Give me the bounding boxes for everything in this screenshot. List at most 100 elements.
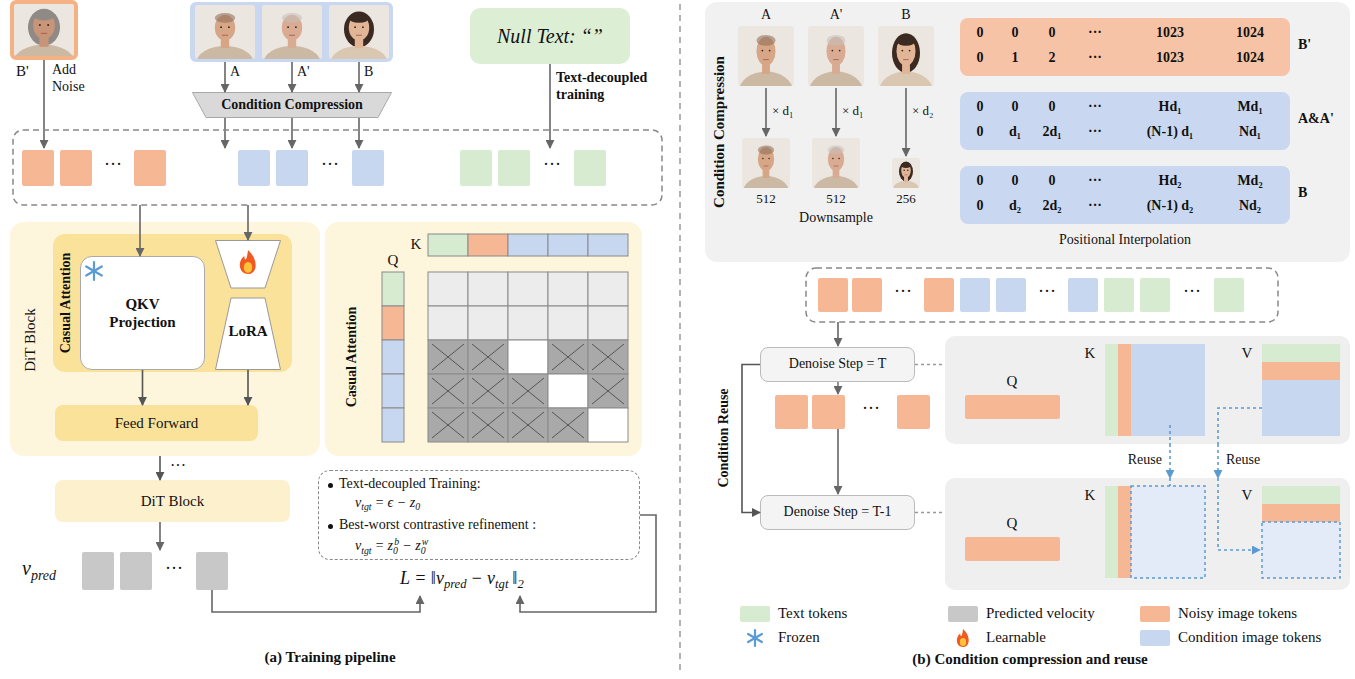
token xyxy=(238,150,270,186)
portrait xyxy=(808,26,864,86)
table-cell: 1024 xyxy=(1236,25,1264,40)
text-slot: 512 xyxy=(756,191,776,207)
row-label: B xyxy=(1298,185,1307,200)
denoise-step-box: Denoise Step = T-1 xyxy=(760,495,915,530)
compression-trapezoid: Condition Compression xyxy=(192,92,392,118)
text-slot: Md₂ xyxy=(1237,173,1262,190)
formula-part: = ϵ − z xyxy=(375,495,415,510)
query-token xyxy=(382,408,404,442)
mask-cross xyxy=(552,344,584,370)
text-slot: ··· xyxy=(165,558,183,580)
matrix-name: V xyxy=(1242,345,1253,361)
text-slot: Predicted velocity xyxy=(986,604,1095,622)
dit-block-panel: DiT BlockCasual AttentionQKV ProjectionL… xyxy=(10,222,320,456)
value-matrix xyxy=(1262,486,1340,504)
text-slot: 1024 xyxy=(1236,50,1264,67)
text-slot: 0 xyxy=(1012,25,1019,42)
table-cell: 0 xyxy=(1012,25,1019,40)
edge-label: Reuse xyxy=(1224,452,1262,467)
text-slot: 2d₁ xyxy=(1043,124,1062,141)
table-cell: 0 xyxy=(977,173,984,188)
text-slot: ··· xyxy=(104,154,122,176)
portrait xyxy=(878,26,934,86)
annotation: K xyxy=(411,236,422,252)
table-cell: Md₂ xyxy=(1237,173,1262,188)
table-cell: 0 xyxy=(1049,99,1056,114)
snowflake-icon xyxy=(86,262,102,280)
text-slot: LoRA xyxy=(228,322,267,340)
mask-cell xyxy=(508,408,548,442)
arrow xyxy=(247,205,249,240)
key-token xyxy=(508,234,548,256)
text-slot: Reuse xyxy=(1224,452,1262,469)
vertical-label: Condition Reuse xyxy=(716,388,731,487)
connector xyxy=(247,370,249,405)
text-slot: 0 xyxy=(977,25,984,42)
text-slot: d₁ xyxy=(1009,124,1021,141)
portrait xyxy=(329,5,389,59)
connector xyxy=(142,370,144,405)
arrow xyxy=(549,64,551,148)
legend-label: Noisy image tokens xyxy=(1178,605,1297,621)
table-cell: (N-1) d₂ xyxy=(1147,198,1194,213)
mask-cell xyxy=(548,272,588,306)
fire-icon xyxy=(957,629,969,647)
table-cell: 1023 xyxy=(1156,50,1184,65)
text-slot: Learnable xyxy=(986,628,1046,646)
mask-cell xyxy=(468,340,508,374)
token xyxy=(60,150,92,186)
token xyxy=(82,552,114,590)
text-slot: (a) Training pipeline xyxy=(264,648,395,666)
text-slot: 0 xyxy=(977,99,984,116)
text-slot: Hd₁ xyxy=(1159,99,1182,116)
query-token xyxy=(382,340,404,374)
annotation: ··· xyxy=(894,281,912,301)
formula-part: − v xyxy=(470,568,495,588)
annotation: ··· xyxy=(1038,281,1056,301)
arrow xyxy=(837,322,839,346)
mask-cell xyxy=(428,374,468,408)
formula-part: 2 xyxy=(517,577,523,591)
query-token xyxy=(382,374,404,408)
bullet xyxy=(328,483,333,488)
annotation: B' xyxy=(16,63,29,79)
node-label: LoRA xyxy=(228,323,267,339)
formula-part: v xyxy=(355,538,361,553)
dit-block-box: DiT Block xyxy=(55,480,290,522)
table-cell: d₂ xyxy=(1009,198,1021,213)
table-cell: ··· xyxy=(1088,173,1102,188)
mask-cell xyxy=(428,306,468,340)
annotation: ··· xyxy=(321,154,339,174)
table-cell: 0 xyxy=(977,124,984,139)
annotation: × d₁ xyxy=(842,103,864,118)
text-slot: ··· xyxy=(1038,281,1056,303)
reuse-path xyxy=(1218,478,1260,550)
arrow xyxy=(291,118,293,148)
text-slot: Q xyxy=(1007,514,1018,532)
arrow xyxy=(837,382,838,394)
arrow xyxy=(224,62,226,92)
text-slot: Add Noise xyxy=(52,62,98,96)
table-cell: d₁ xyxy=(1009,124,1021,139)
text-slot: × d₁ xyxy=(842,103,864,119)
key-matrix xyxy=(1118,486,1131,578)
null-text-box: Null Text: “” xyxy=(470,8,630,64)
formula-part: w xyxy=(422,536,429,547)
mask-cell xyxy=(588,374,628,408)
text-slot: 2d₂ xyxy=(1043,198,1062,215)
connector xyxy=(915,364,945,366)
position-id-table: 000···Hd₂Md₂0d₂2d₂···(N-1) d₂Nd₂B xyxy=(960,166,1290,224)
token xyxy=(960,278,990,312)
arrow xyxy=(358,62,360,92)
text-slot: Q xyxy=(1007,372,1018,390)
matrix-name: Q xyxy=(1007,515,1018,531)
text-slot: 0 xyxy=(977,173,984,190)
token xyxy=(22,150,54,186)
arrow xyxy=(835,88,837,136)
text-slot: Positional Interpolation xyxy=(1059,232,1191,249)
text-slot: B' xyxy=(16,62,29,80)
edge-label: Reuse xyxy=(1126,452,1164,467)
connector xyxy=(1169,444,1171,478)
node-label: DiT Block xyxy=(141,492,204,510)
mask-cross xyxy=(552,412,584,438)
